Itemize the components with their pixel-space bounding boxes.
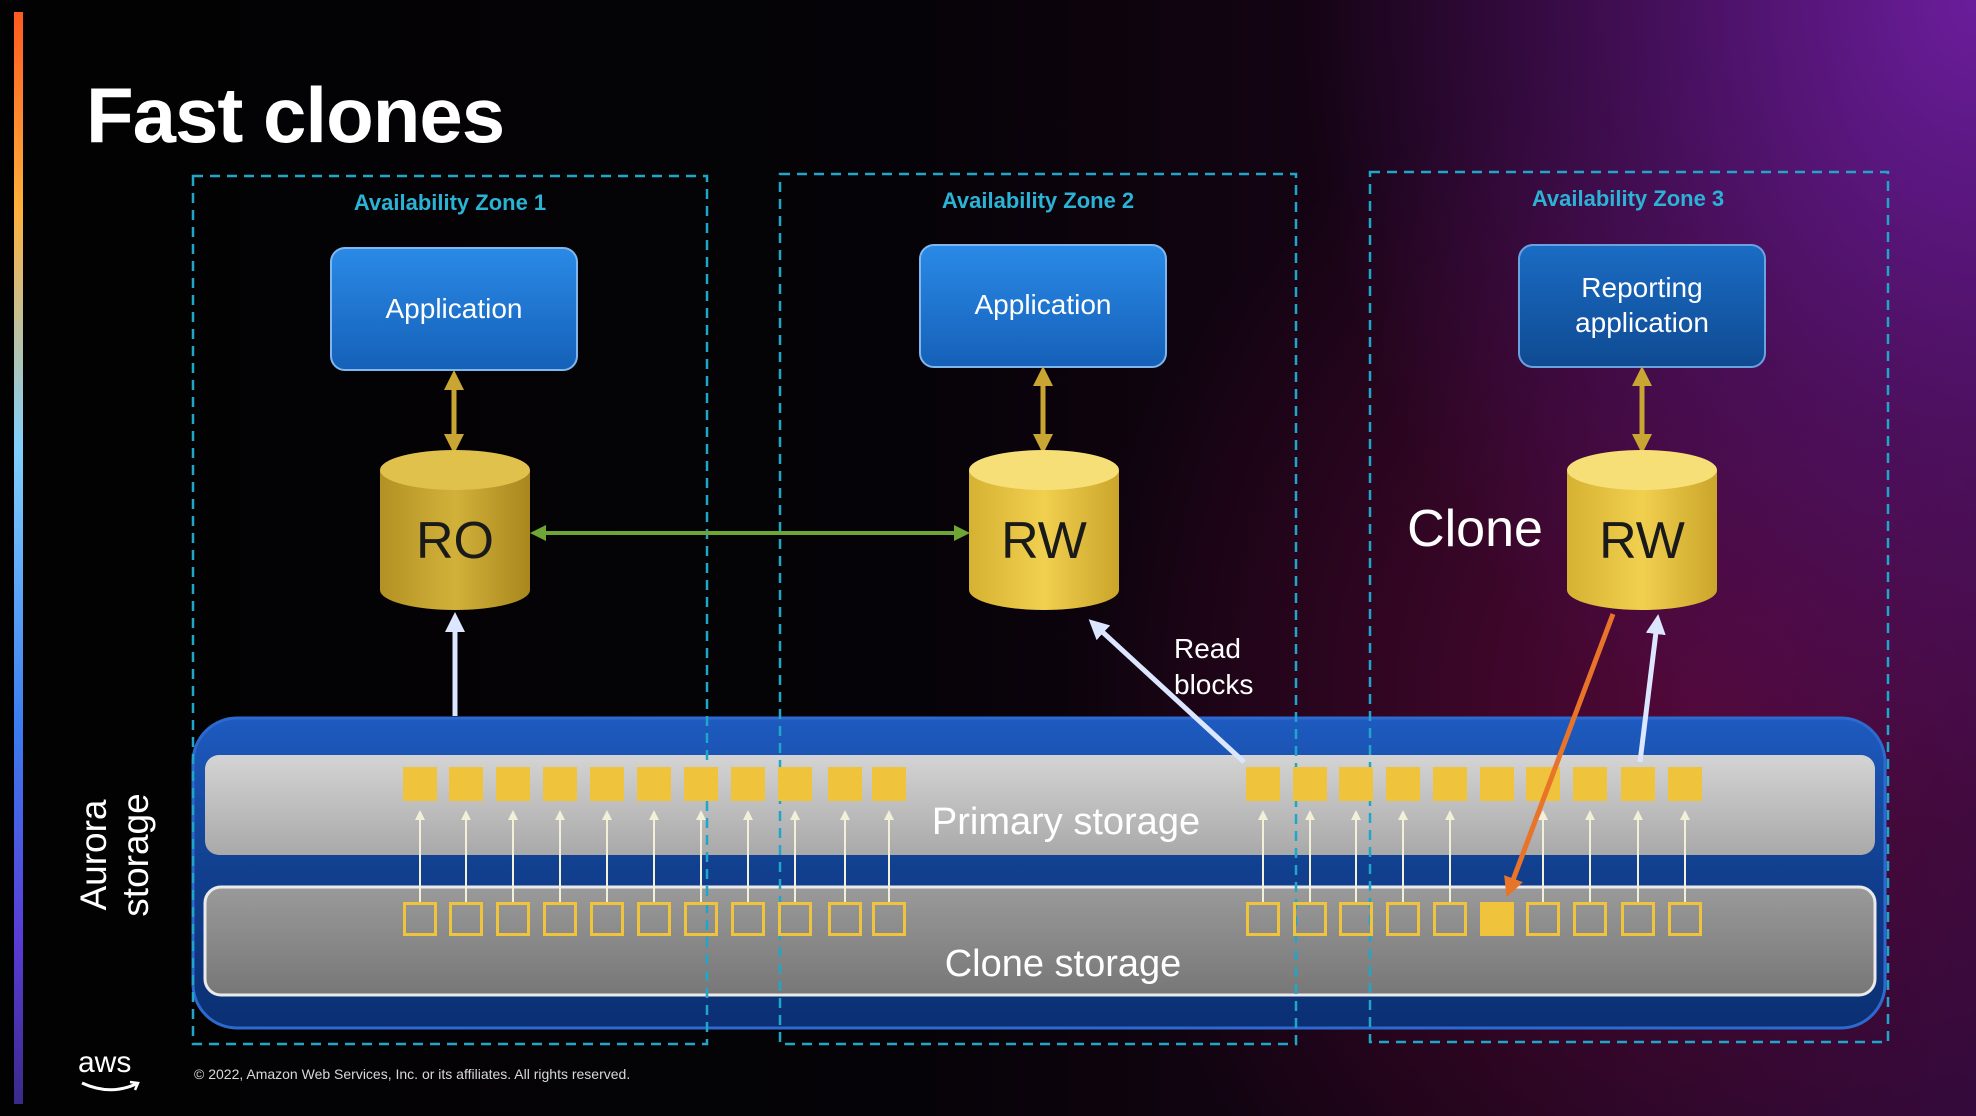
copyright-notice: © 2022, Amazon Web Services, Inc. or its… bbox=[194, 1066, 631, 1082]
primary-block bbox=[1293, 767, 1327, 801]
clone-storage-label: Clone storage bbox=[945, 943, 1182, 985]
primary-block bbox=[403, 767, 437, 801]
clone-block bbox=[1573, 902, 1607, 936]
clone-block bbox=[403, 902, 437, 936]
clone-block bbox=[1339, 902, 1373, 936]
reporting-application-line-2: application bbox=[1575, 307, 1709, 338]
database-rw-clone-label: RW bbox=[1599, 512, 1685, 570]
primary-block bbox=[543, 767, 577, 801]
database-rw-primary bbox=[969, 450, 1119, 610]
primary-block bbox=[1621, 767, 1655, 801]
clone-block bbox=[590, 902, 624, 936]
primary-block bbox=[1573, 767, 1607, 801]
clone-block bbox=[1526, 902, 1560, 936]
availability-zone-3 bbox=[1368, 170, 1890, 1044]
reporting-application-box bbox=[1518, 244, 1766, 368]
page-title: Fast clones bbox=[86, 71, 505, 159]
database-ro bbox=[380, 450, 530, 610]
primary-block bbox=[1386, 767, 1420, 801]
clone-block bbox=[1668, 902, 1702, 936]
primary-block bbox=[1246, 767, 1280, 801]
primary-storage-label: Primary storage bbox=[932, 801, 1200, 843]
primary-block bbox=[1433, 767, 1467, 801]
clone-block bbox=[1621, 902, 1655, 936]
application-1-label: Application bbox=[386, 293, 523, 324]
aurora-storage-label: Aurora storage bbox=[60, 780, 170, 930]
primary-block bbox=[496, 767, 530, 801]
primary-block bbox=[1339, 767, 1373, 801]
copy-on-write-arrow bbox=[1504, 613, 1616, 898]
read-blocks-label-line-2: blocks bbox=[1174, 669, 1253, 700]
clone-block bbox=[637, 902, 671, 936]
clone-block bbox=[684, 902, 718, 936]
clone-block bbox=[543, 902, 577, 936]
primary-block bbox=[637, 767, 671, 801]
primary-block bbox=[590, 767, 624, 801]
aurora-storage-label-line-2: storage bbox=[115, 793, 156, 917]
reporting-application-line-1: Reporting bbox=[1581, 272, 1702, 303]
clone-block bbox=[1293, 902, 1327, 936]
primary-block bbox=[1668, 767, 1702, 801]
primary-block bbox=[778, 767, 812, 801]
clone-block bbox=[731, 902, 765, 936]
aws-logo: aws bbox=[78, 1046, 132, 1079]
database-rw-clone bbox=[1567, 450, 1717, 610]
clone-block bbox=[828, 902, 862, 936]
read-blocks-label-line-1: Read bbox=[1174, 633, 1241, 664]
database-rw-primary-label: RW bbox=[1001, 512, 1087, 570]
primary-block bbox=[731, 767, 765, 801]
clone-block bbox=[778, 902, 812, 936]
zone-2-label: Availability Zone 2 bbox=[942, 188, 1134, 213]
aws-smile-icon bbox=[81, 1080, 140, 1092]
clone-block bbox=[872, 902, 906, 936]
read-blocks-arrow bbox=[1088, 619, 1246, 764]
clone-block bbox=[1480, 902, 1514, 936]
application-2-label: Application bbox=[975, 289, 1112, 320]
primary-block bbox=[828, 767, 862, 801]
storage-blocks bbox=[403, 767, 1702, 936]
clone-label: Clone bbox=[1407, 500, 1543, 558]
clone-block bbox=[1246, 902, 1280, 936]
accent-gradient-bar bbox=[14, 12, 23, 1104]
primary-block bbox=[449, 767, 483, 801]
primary-block bbox=[872, 767, 906, 801]
zone-3-label: Availability Zone 3 bbox=[1532, 186, 1724, 211]
clone-block bbox=[496, 902, 530, 936]
clone-block bbox=[449, 902, 483, 936]
clone-block bbox=[1433, 902, 1467, 936]
database-ro-label: RO bbox=[416, 512, 494, 570]
clone-read-arrow bbox=[1637, 614, 1666, 763]
zone-1-label: Availability Zone 1 bbox=[354, 190, 546, 215]
availability-zone-1 bbox=[191, 174, 709, 1046]
primary-block bbox=[1480, 767, 1514, 801]
availability-zone-2 bbox=[778, 172, 1298, 1046]
primary-block bbox=[684, 767, 718, 801]
aurora-storage-label-line-1: Aurora bbox=[73, 799, 114, 911]
clone-block bbox=[1386, 902, 1420, 936]
